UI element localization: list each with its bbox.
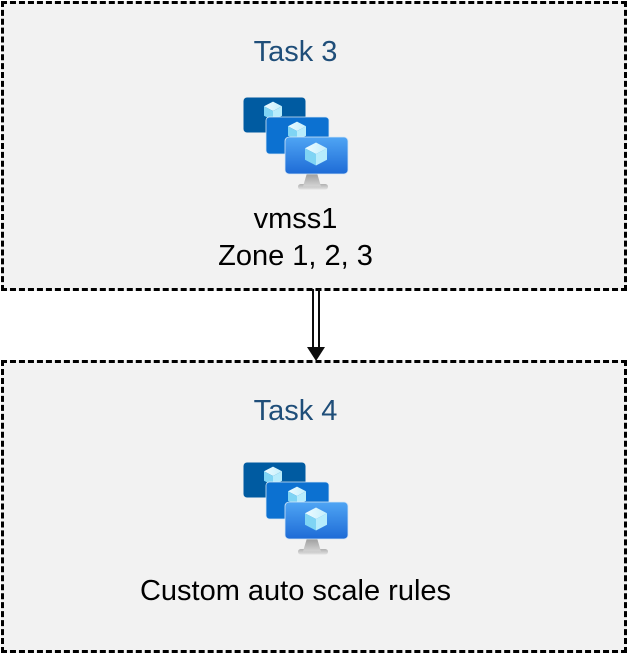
vm-scale-sets-icon: [243, 97, 348, 190]
task3-content: Task 3: [4, 4, 624, 288]
task3-box: Task 3: [1, 1, 627, 291]
task4-caption: Custom auto scale rules: [140, 573, 451, 610]
autoscale-rules-label: Custom auto scale rules: [139, 575, 452, 607]
vmss-name-label: vmss1: [253, 203, 338, 235]
task4-box: Task 4: [1, 360, 627, 653]
vm-scale-sets-icon: [243, 462, 348, 555]
task3-caption: vmss1 Zone 1, 2, 3: [218, 201, 373, 275]
arrow-shaft: [311, 289, 320, 348]
task3-title: Task 3: [253, 36, 338, 68]
task4-content: Task 4: [4, 363, 624, 650]
connector-arrow-down: [306, 289, 325, 362]
task4-title: Task 4: [253, 395, 338, 427]
zone-label: Zone 1, 2, 3: [218, 240, 373, 272]
arrow-head-icon: [306, 347, 325, 361]
